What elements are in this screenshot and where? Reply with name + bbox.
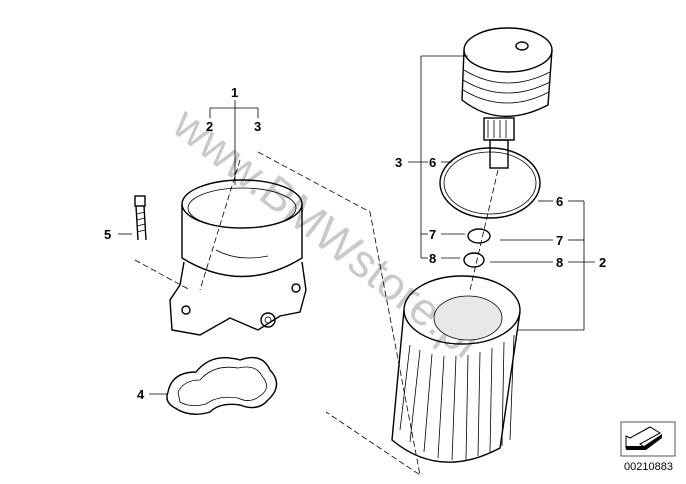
filter-housing-part (169, 179, 307, 336)
o-ring-7 (467, 228, 491, 244)
callout-6-right: 6 (556, 194, 563, 209)
gasket-part (166, 356, 278, 415)
assembly-outline (257, 151, 421, 476)
callout-6: 6 (429, 155, 436, 170)
callout-4: 4 (137, 387, 145, 402)
bolt-part (134, 195, 147, 241)
diagram-number: 00210883 (624, 461, 673, 473)
callout-3: 3 (254, 119, 261, 134)
right-callout-lines (408, 55, 595, 331)
left-callout-lines (118, 100, 259, 395)
o-ring-8 (463, 252, 485, 268)
callout-2-right: 2 (599, 255, 606, 270)
o-ring-large (439, 147, 541, 219)
callout-2: 2 (206, 119, 213, 134)
callout-3-right: 3 (395, 155, 402, 170)
filter-element-part (391, 275, 521, 463)
callout-8: 8 (429, 251, 436, 266)
callout-7-right: 7 (556, 233, 563, 248)
callout-5: 5 (104, 227, 111, 242)
filter-cap-part (461, 27, 553, 169)
callout-8-right: 8 (556, 255, 563, 270)
arrow-back-icon[interactable] (620, 421, 676, 457)
callout-1: 1 (231, 85, 238, 100)
callout-7: 7 (429, 227, 436, 242)
